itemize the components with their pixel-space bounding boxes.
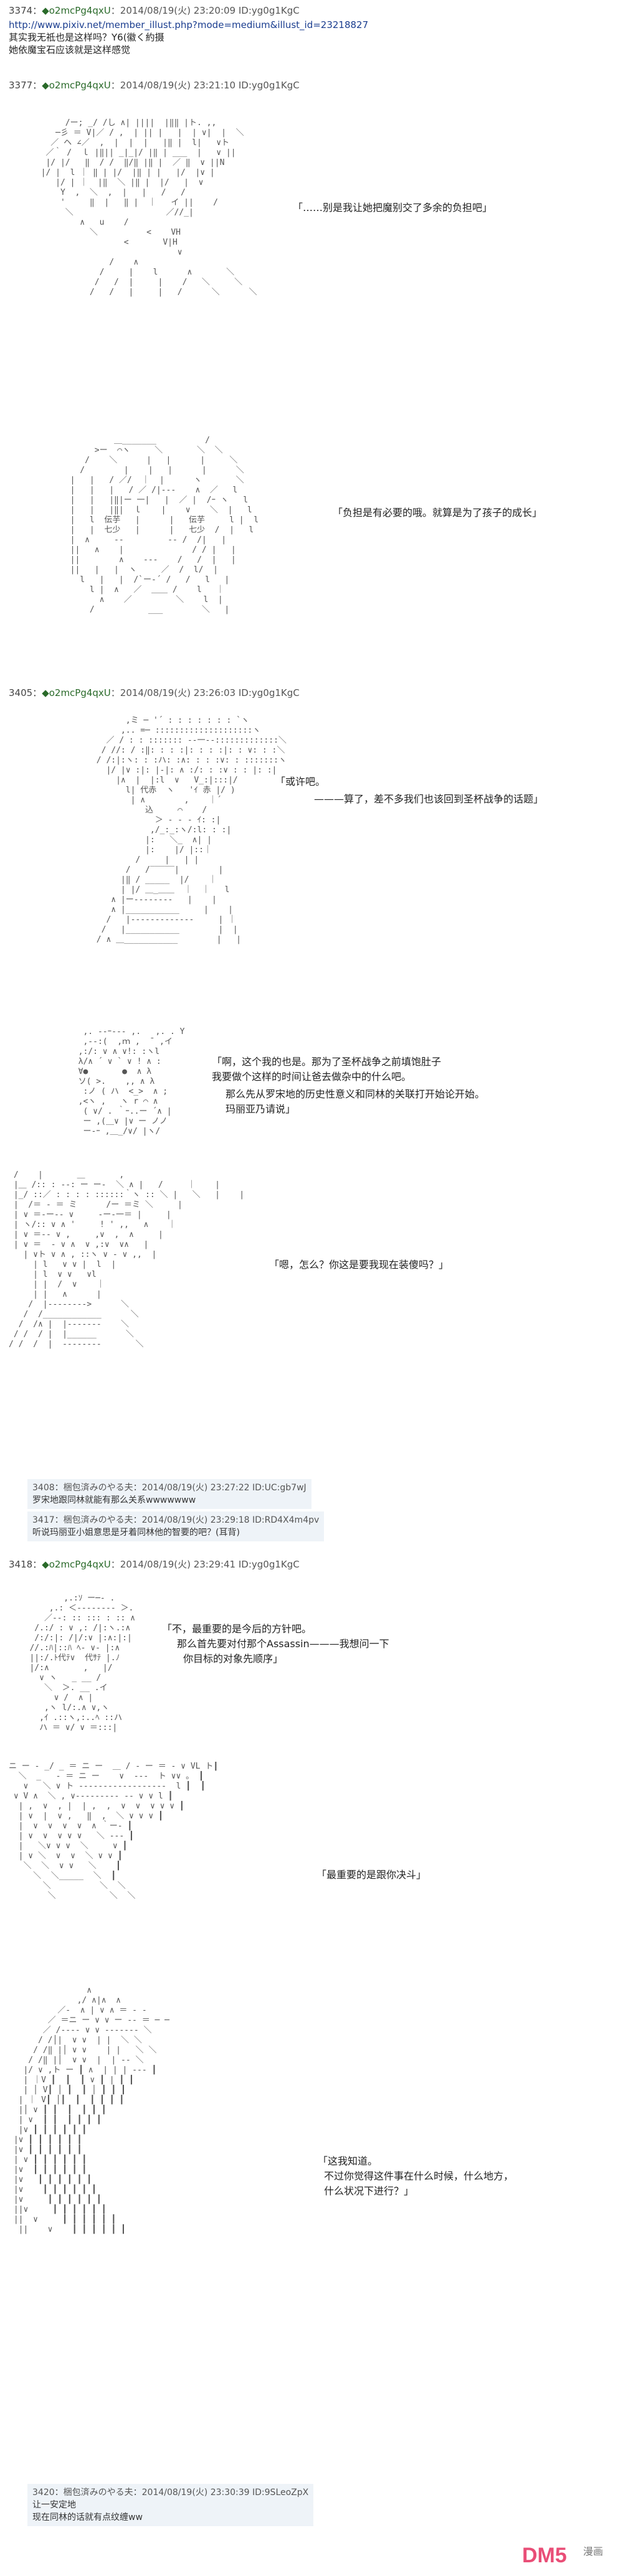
speech-text: 「……别是我让她把魔别交了多余的负担吧」 [293,202,493,214]
speech-text: 「嗯，怎么？你这是要我现在装傻吗？」 [269,1259,449,1271]
ascii-art-character: ,.:ｿ ー─‐ . ,.: ＜‐‐‐‐‐‐‐‐ ＞. ／‐‐: :: ::: … [29,1594,136,1732]
speech-text: 玛丽亚乃请说」 [226,1103,296,1115]
post-line: 她依魔宝石应该就是这样感觉 [9,44,131,55]
speech-text: 「啊，这个我的也是。那为了圣杯战争之前填饱肚子 [212,1056,442,1068]
reply-3420: 3420：梱包済みのやる夫：2014/08/19(火) 23:30:39 ID:… [27,2484,314,2526]
dm5-logo-icon: DM5 漫画 [517,2542,611,2567]
ascii-art-character: ,ミ ─ '´ : : : : : : : `ヽ ,.. =─ ::::::::… [96,716,287,944]
post-header-3405: 3405：◆o2mcPg4qxU：2014/08/19(火) 23:26:03 … [9,687,300,698]
speech-text: 「这我知道。 [318,2155,378,2167]
ascii-art-character: ∧ ,/ ∧|∧ ∧ ／‐ ∧ | ∨ ∧ ＝ ‐ ‐ ／ ＝ニ ー ∨ ∨ ー… [13,1986,170,2234]
speech-text: 「负担是有必要的哦。就算是为了孩子的成长」 [333,507,543,519]
speech-text: 什么状况下进行？」 [324,2185,414,2197]
svg-text:DM5: DM5 [522,2544,567,2567]
speech-text: 你目标的对象先顺序」 [183,1653,283,1665]
speech-text: 那么首先要对付那个Assassin———我想问一下 [177,1638,389,1650]
post-header-3418: 3418：◆o2mcPg4qxU：2014/08/19(火) 23:29:41 … [9,1559,300,1570]
ascii-art-face: ,. --ｰ-‐- ,. ,. . Y ,--:( ,ｍ , ¯ ,イ ,:/:… [78,1027,185,1136]
speech-text: 不过你觉得这件事在什么时候，什么地方， [324,2170,514,2182]
ascii-art-character: ニ ー ‐ _/ _ ＝ ニ ー ＿ / ‐ ー ＝ - ∨ VL ト┃ ＼ _… [9,1762,219,1901]
speech-text: 「最重要的是跟你决斗」 [316,1869,427,1881]
post-line: 其实我无祗也是这样吗？Y6(徽く約摄 [9,32,164,43]
pixiv-link[interactable]: http://www.pixiv.net/member_illust.php?m… [9,19,369,31]
speech-text: 那么先从罗宋地的历史性意义和同林的关联打开始论开始。 [226,1088,485,1100]
speech-text: ———算了，差不多我们也该回到圣杯战争的话题」 [314,793,544,805]
ascii-art-character: /ー; _/ /し ∧| |||| |‖‖ |ト. ,, ─彡 ＝ V|／ / … [40,118,257,297]
ascii-art-character: ＿_______ / >ー ⌒ヽ ＼ ＼ ＼ / ＼ | | | ＼ / | |… [70,436,259,614]
svg-text:漫画: 漫画 [583,2545,603,2557]
site-logo: DM5 漫画 [517,2540,611,2569]
speech-text: 我要做个这样的时间让爸去做杂中的什么吧。 [212,1071,412,1083]
post-header-3374: 3374：◆o2mcPg4qxU：2014/08/19(火) 23:20:09 … [9,5,300,16]
ascii-art-character: / | ＿ , |＿ /:: : ‐‐: ー ー‐ ＼ ∧ | / ｜ | |_… [9,1170,245,1349]
reply-3408: 3408：梱包済みのやる夫：2014/08/19(火) 23:27:22 ID:… [27,1479,312,1509]
post-header-3377: 3377：◆o2mcPg4qxU：2014/08/19(火) 23:21:10 … [9,80,300,91]
speech-text: 「或许吧。 [275,776,326,787]
reply-3417: 3417：梱包済みのやる夫：2014/08/19(火) 23:29:18 ID:… [27,1511,325,1541]
speech-text: 「不，最重要的是今后的方针吧。 [162,1623,312,1635]
